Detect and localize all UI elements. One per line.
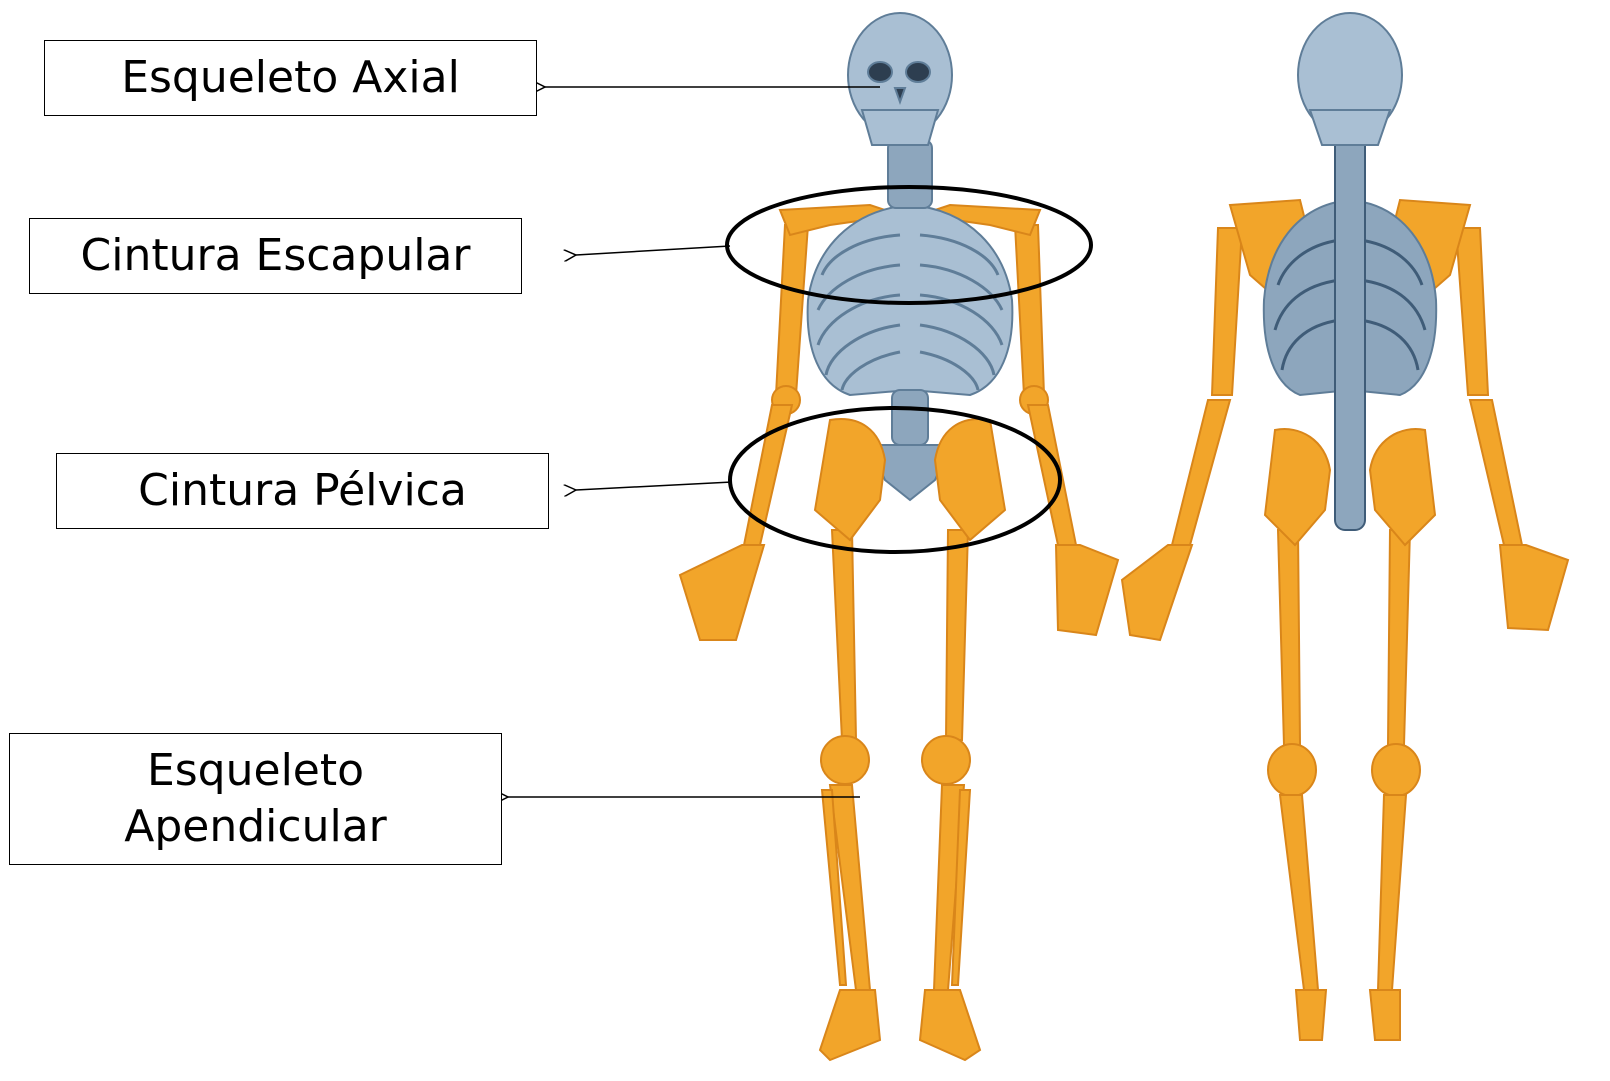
front-legs — [820, 530, 980, 1060]
label-esqueleto-apendicular: Esqueleto Apendicular — [9, 733, 502, 865]
pelvica-arrow — [576, 482, 732, 490]
back-skeleton — [1122, 13, 1568, 1040]
label-esqueleto-axial-text: Esqueleto Axial — [121, 50, 460, 106]
back-spine — [1335, 130, 1365, 530]
label-cintura-escapular-text: Cintura Escapular — [81, 228, 471, 284]
back-legs — [1268, 530, 1420, 1040]
label-esqueleto-apendicular-line2: Apendicular — [124, 799, 387, 855]
label-cintura-pelvica: Cintura Pélvica — [56, 453, 549, 529]
label-esqueleto-apendicular-line1: Esqueleto — [147, 743, 364, 799]
label-esqueleto-axial: Esqueleto Axial — [44, 40, 537, 116]
label-cintura-escapular: Cintura Escapular — [29, 218, 522, 294]
front-skeleton — [680, 13, 1118, 1060]
label-cintura-pelvica-text: Cintura Pélvica — [138, 463, 467, 519]
front-skull — [848, 13, 952, 145]
escapular-arrow — [576, 246, 730, 255]
back-skull — [1298, 13, 1402, 145]
